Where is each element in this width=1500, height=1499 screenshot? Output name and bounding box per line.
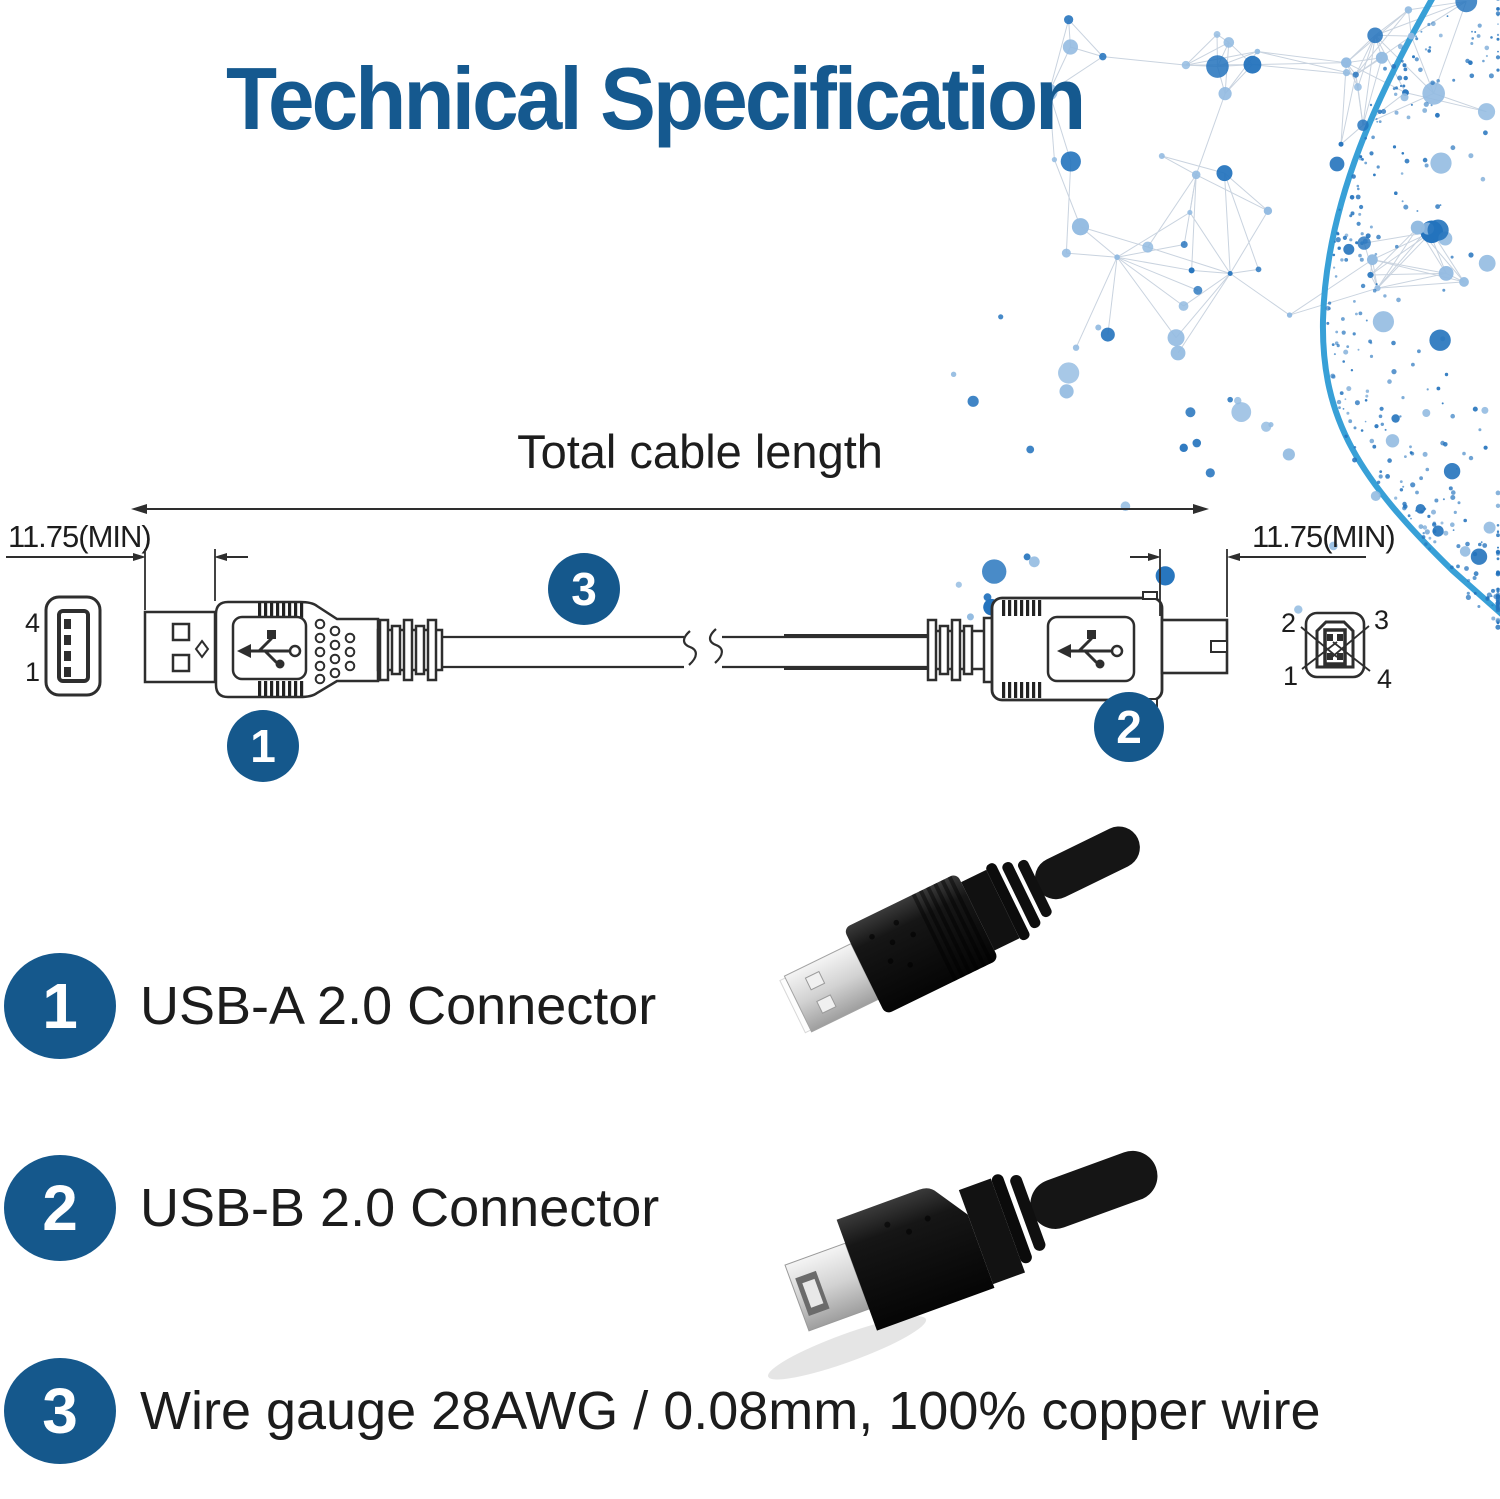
- total-length-label: Total cable length: [517, 425, 883, 478]
- marker-1: 1: [227, 710, 299, 782]
- legend-label-usb-a: USB-A 2.0 Connector: [140, 976, 657, 1036]
- usb-logo-icon: [237, 630, 302, 669]
- total-length-dimension: Total cable length: [131, 425, 1209, 514]
- legend-label-usb-b: USB-B 2.0 Connector: [140, 1178, 660, 1238]
- usb-b-pin2-label: 2: [1281, 608, 1296, 638]
- usb-b-photo: [768, 1150, 1158, 1380]
- overmold-holes: [314, 618, 356, 685]
- usb-b-pin4-label: 4: [1377, 664, 1392, 694]
- legend-item-usb-b: 2 USB-B 2.0 Connector: [4, 1155, 659, 1261]
- usb-b-dim-label: 11.75(MIN): [1252, 519, 1395, 554]
- cable-technical-drawing: Total cable length 11.75(MIN): [6, 425, 1396, 782]
- usb-b-connector-drawing: [926, 591, 1229, 707]
- usb-a-connector-drawing: [143, 600, 444, 699]
- usb-a-dim-label: 11.75(MIN): [8, 519, 151, 554]
- legend-item-usb-a: 1 USB-A 2.0 Connector: [4, 953, 656, 1059]
- marker-2-number: 2: [1116, 701, 1142, 753]
- page-title: Technical Specification: [226, 49, 1086, 148]
- marker-2: 2: [1094, 692, 1164, 762]
- marker-1-number: 1: [250, 720, 276, 772]
- legend-badge-1: 1: [4, 953, 116, 1059]
- globe-curve: [1319, 0, 1500, 617]
- legend-label-wire-gauge: Wire gauge 28AWG / 0.08mm, 100% copper w…: [140, 1381, 1321, 1441]
- usb-b-pin3-label: 3: [1374, 605, 1389, 635]
- usb-a-pin4-label: 4: [25, 608, 40, 638]
- cable-drawing: [442, 628, 930, 670]
- usb-b-front-view: 2 3 1 4: [1281, 605, 1392, 694]
- legend-badge-2: 2: [4, 1155, 116, 1261]
- network-globe-decoration: [950, 0, 1500, 637]
- marker-3-number: 3: [571, 563, 597, 615]
- legend-badge-3: 3: [4, 1358, 116, 1464]
- usb-logo-icon: [1057, 630, 1124, 669]
- usb-a-photo: [779, 826, 1140, 1034]
- usb-b-dimension: 11.75(MIN): [1130, 519, 1396, 617]
- marker-3: 3: [548, 553, 620, 625]
- usb-a-dimension: 11.75(MIN): [6, 519, 248, 610]
- usb-a-front-view: 4 1: [25, 595, 102, 697]
- legend-item-wire-gauge: 3 Wire gauge 28AWG / 0.08mm, 100% copper…: [4, 1358, 1321, 1464]
- usb-a-pin1-label: 1: [25, 657, 40, 687]
- usb-b-pin1-label: 1: [1283, 661, 1298, 691]
